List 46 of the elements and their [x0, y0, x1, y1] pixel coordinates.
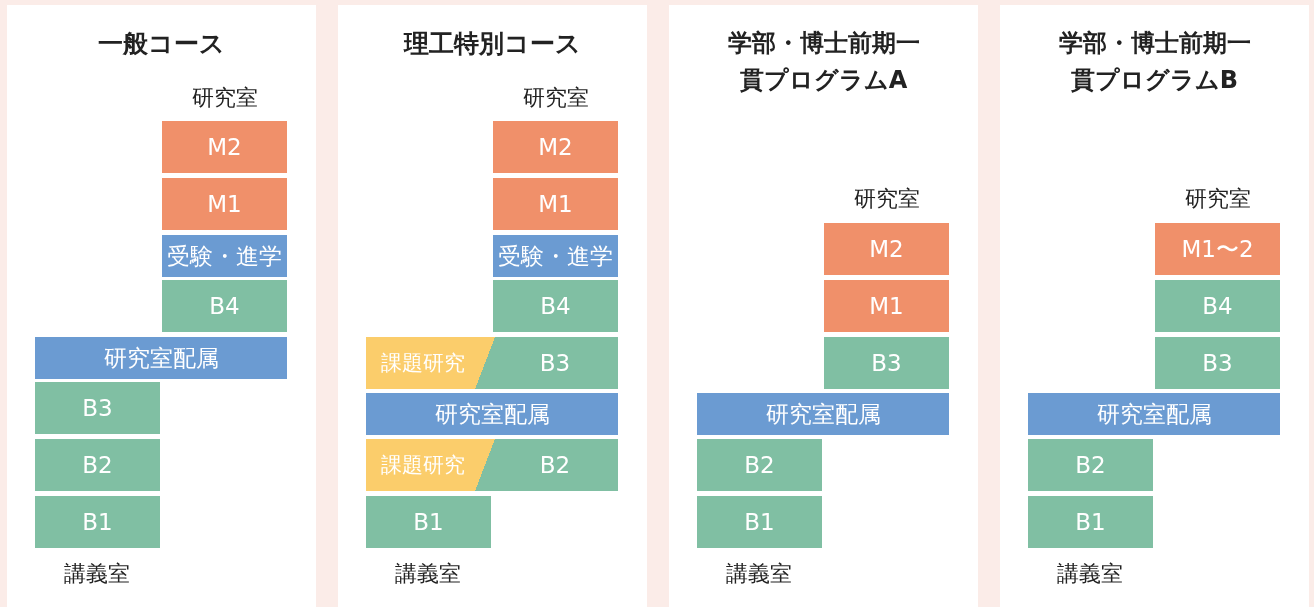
stage-block: B4: [493, 280, 618, 332]
stage-block: B3: [1155, 337, 1280, 389]
panel-title: 学部・博士前期一貫プログラムA: [726, 28, 921, 96]
stage-block: 受験・進学: [493, 235, 618, 277]
room-label: 研究室: [192, 84, 258, 112]
stage-block: B3: [475, 337, 618, 389]
stage-block: 研究室配属: [697, 393, 949, 435]
stage-block: 研究室配属: [366, 393, 618, 435]
stage-block: B1: [35, 496, 160, 548]
stage-block: M1: [162, 178, 287, 230]
room-label: 研究室: [854, 185, 920, 213]
stage-block: M2: [493, 121, 618, 173]
room-label: 講義室: [395, 560, 461, 588]
panel-title: 一般コース: [97, 28, 226, 60]
panel-title: 理工特別コース: [402, 28, 582, 60]
course-panel: [669, 5, 978, 607]
task-research-block: 課題研究: [366, 439, 475, 491]
stage-block: B1: [1028, 496, 1153, 548]
stage-block: B4: [162, 280, 287, 332]
stage-block: M2: [824, 223, 949, 275]
stage-block: B2: [35, 439, 160, 491]
room-label: 研究室: [523, 84, 589, 112]
panel-title: 学部・博士前期一貫プログラムB: [1057, 28, 1252, 96]
stage-block: B1: [697, 496, 822, 548]
stage-block: B2: [1028, 439, 1153, 491]
stage-block: M1: [824, 280, 949, 332]
stage-block: 研究室配属: [35, 337, 287, 379]
room-label: 講義室: [64, 560, 130, 588]
stage-block: M2: [162, 121, 287, 173]
stage-block: 受験・進学: [162, 235, 287, 277]
room-label: 研究室: [1185, 185, 1251, 213]
stage-block: B3: [35, 382, 160, 434]
course-panel: [7, 5, 316, 607]
task-research-block: 課題研究: [366, 337, 475, 389]
stage-block: M1: [493, 178, 618, 230]
stage-block: M1〜2: [1155, 223, 1280, 275]
stage-block: 研究室配属: [1028, 393, 1280, 435]
stage-block: B2: [475, 439, 618, 491]
stage-block: B4: [1155, 280, 1280, 332]
course-panel: [338, 5, 647, 607]
room-label: 講義室: [726, 560, 792, 588]
room-label: 講義室: [1057, 560, 1123, 588]
stage-block: B3: [824, 337, 949, 389]
stage-block: B2: [697, 439, 822, 491]
course-panel: [1000, 5, 1309, 607]
stage-block: B1: [366, 496, 491, 548]
